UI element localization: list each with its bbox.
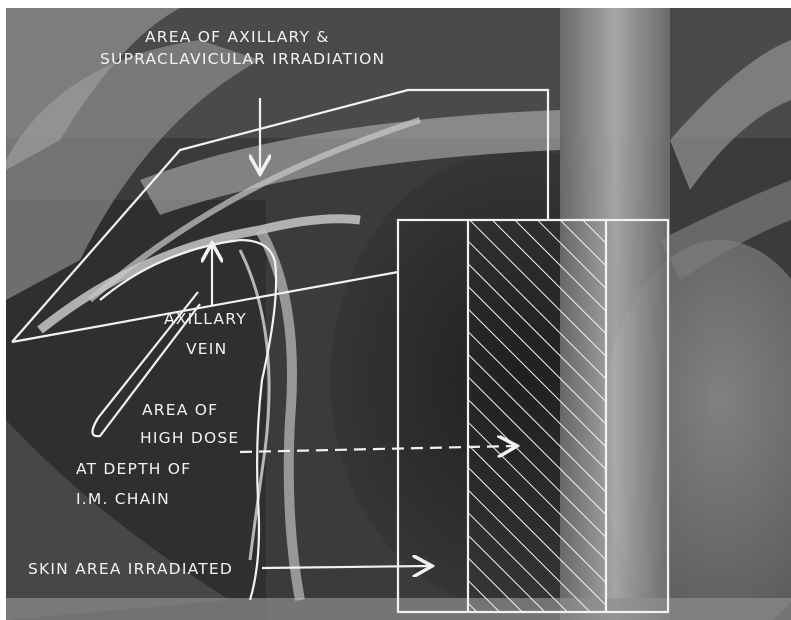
high-dose-label-line2: HIGH DOSE <box>140 429 239 447</box>
axillary-vein-label-line1: AXILLARY <box>164 310 247 328</box>
high-dose-label-line1: AREA OF <box>142 401 218 419</box>
axillary-area-label-line1: AREA OF AXILLARY & <box>145 28 330 46</box>
axillary-vein-label-line2: VEIN <box>186 340 227 358</box>
high-dose-label-line4: I.M. CHAIN <box>76 490 170 508</box>
high-dose-label-line3: AT DEPTH OF <box>76 460 191 478</box>
skin-area-label: SKIN AREA IRRADIATED <box>28 560 233 578</box>
axillary-area-label-line2: SUPRACLAVICULAR IRRADIATION <box>100 50 385 68</box>
high-dose-hatch <box>468 220 606 612</box>
